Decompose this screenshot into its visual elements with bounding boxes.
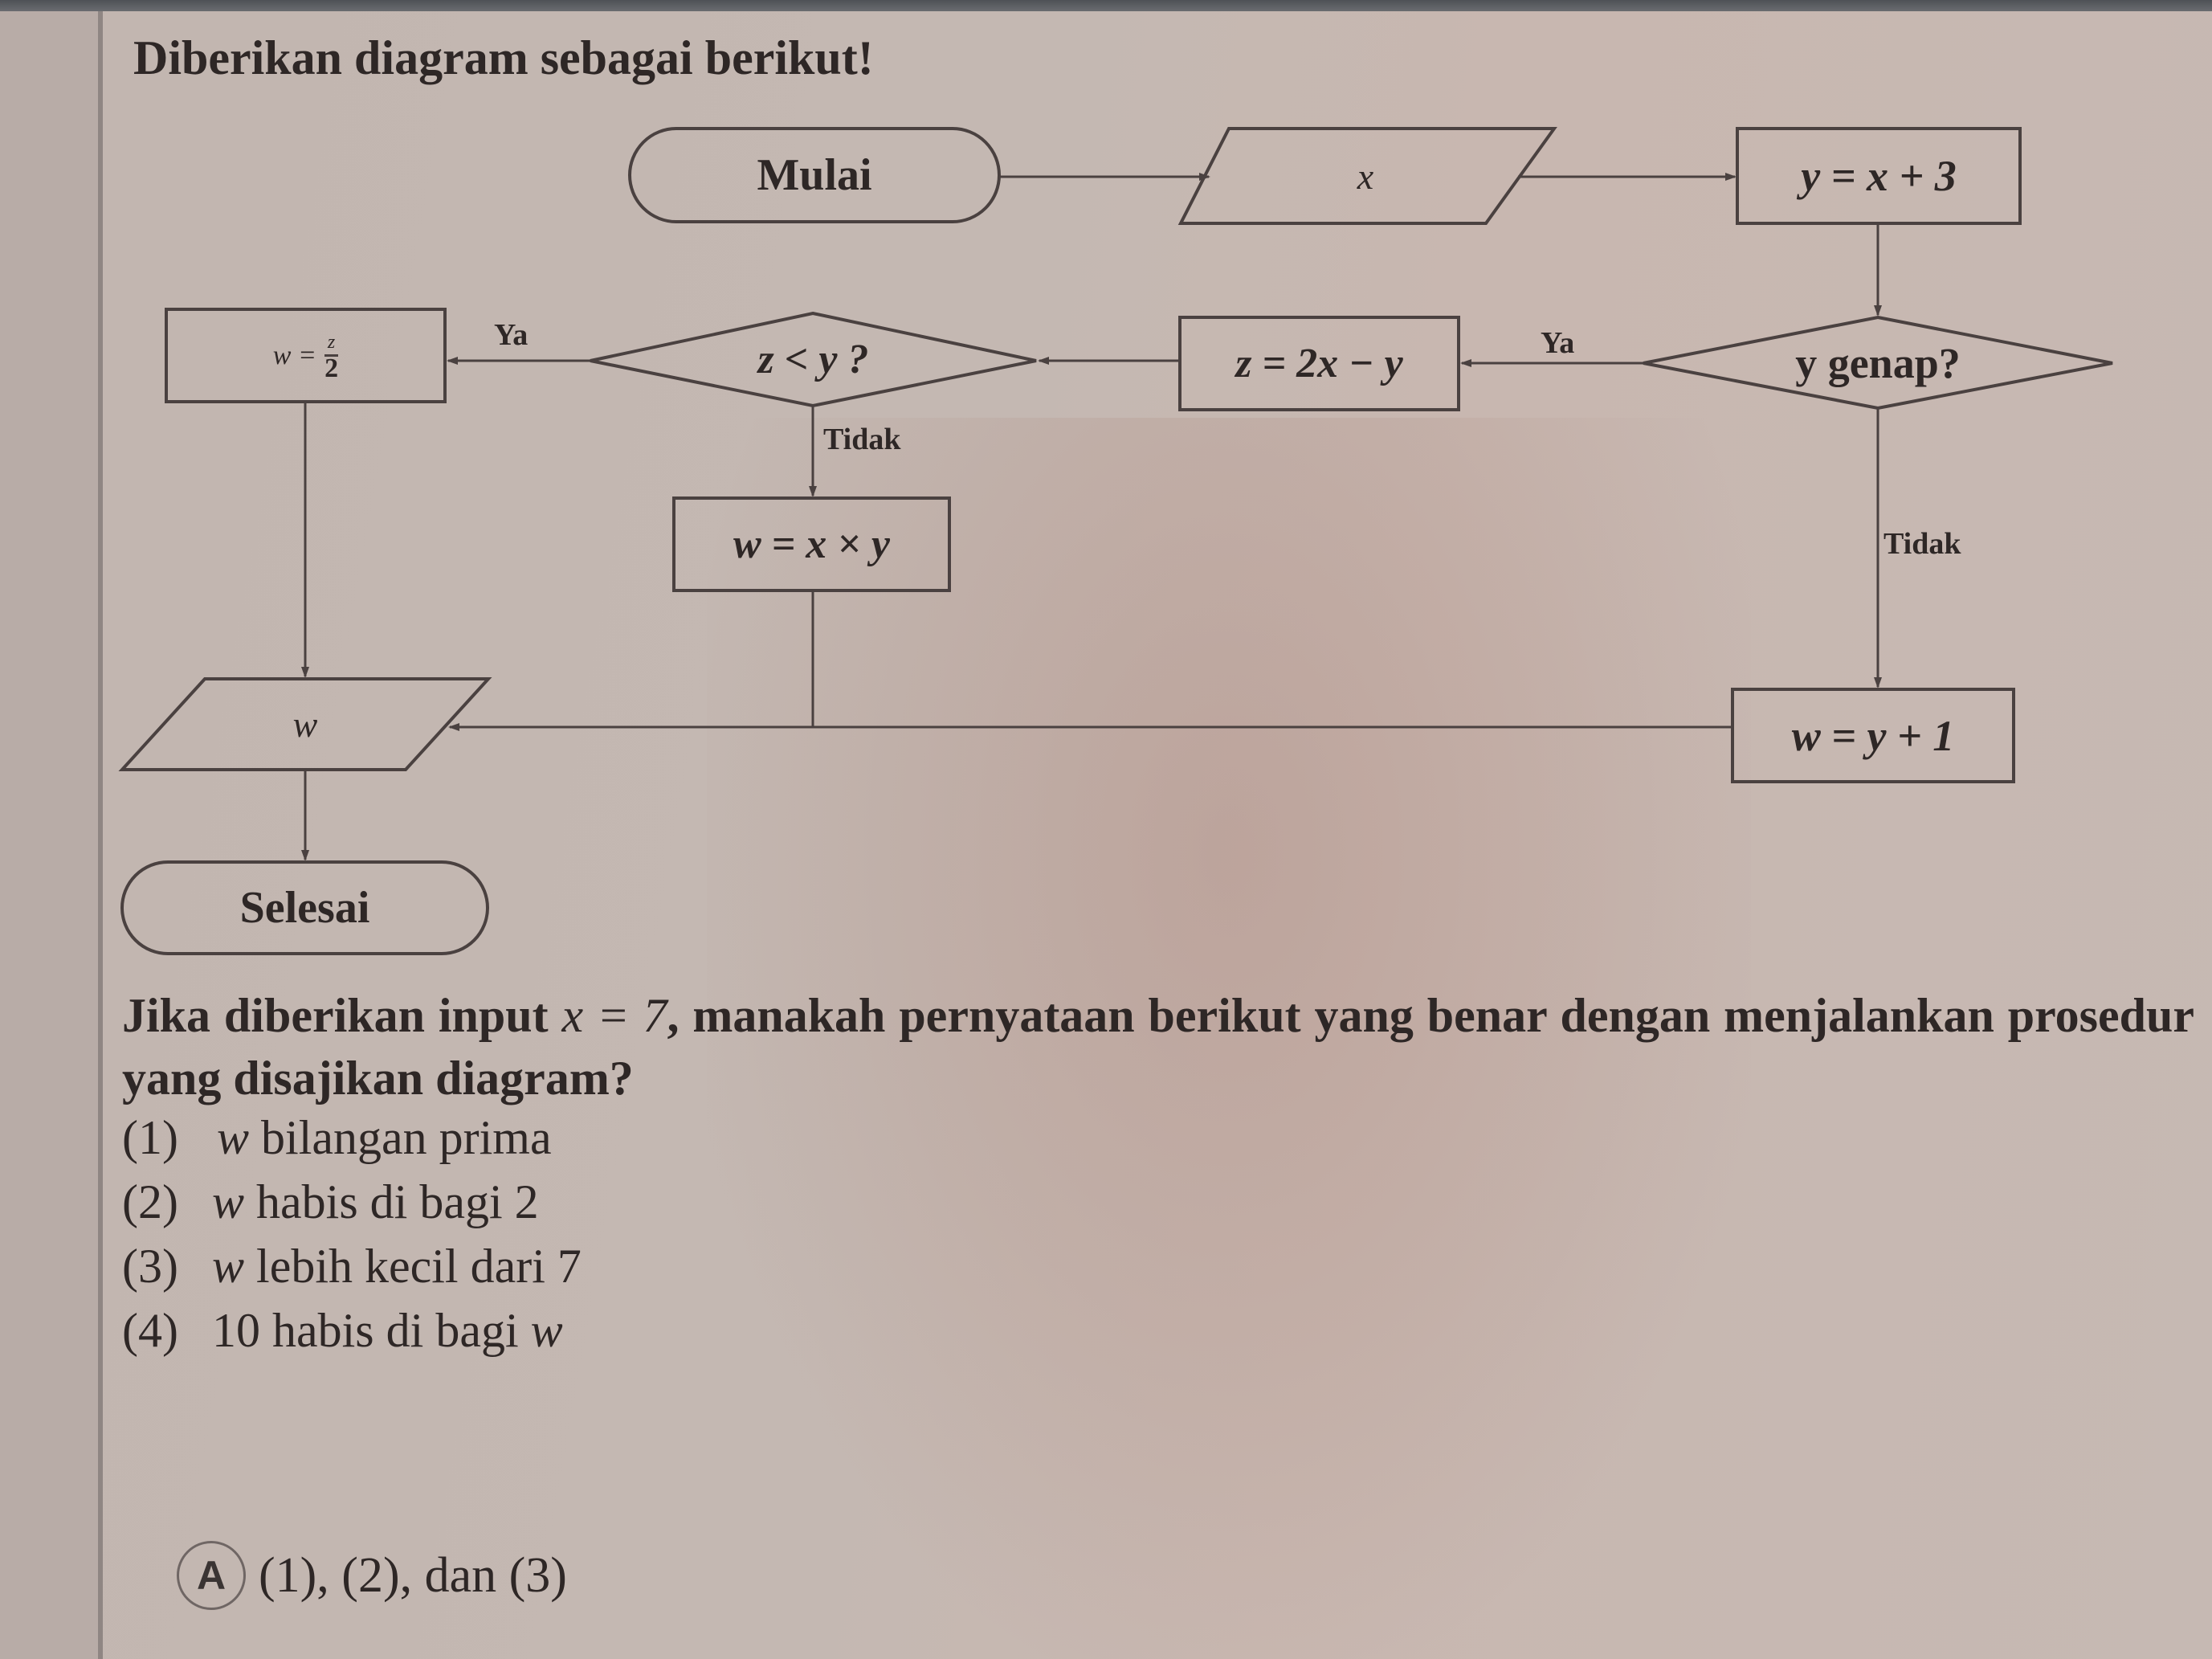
statement-number: (4) (122, 1304, 178, 1357)
screen-bezel (0, 0, 2212, 11)
option-letter-circle[interactable]: A (177, 1541, 246, 1610)
margin-divider (98, 11, 103, 1659)
process-z-box (1178, 316, 1460, 411)
statement-text: habis di bagi 2 (244, 1175, 539, 1228)
statement-trail-var: w (530, 1304, 563, 1357)
statement-text: 10 habis di bagi (212, 1304, 531, 1357)
statement-text: bilangan prima (249, 1111, 552, 1164)
start-terminal (628, 127, 1001, 223)
end-label: Selesai (239, 883, 370, 933)
decision-zy-label: z < y ? (757, 337, 869, 382)
prompt-lead: Jika diberikan input (122, 989, 562, 1042)
start-label: Mulai (757, 150, 872, 200)
left-margin (0, 11, 100, 1659)
prompt-rest: , manakah pernyataan berikut yang benar … (122, 989, 2195, 1105)
question-title: Diberikan diagram sebagai berikut! (133, 31, 874, 84)
no-label-zy: Tidak (823, 423, 901, 456)
statement-number: (2) (122, 1175, 178, 1228)
statement-3: (3) w lebih kecil dari 7 (122, 1239, 582, 1294)
fraction-numerator: z (324, 330, 339, 357)
fraction-denominator: 2 (324, 353, 339, 383)
process-w-plus-label: w = y + 1 (1791, 711, 1955, 760)
process-w-mul-label: w = x × y (733, 521, 891, 567)
input-parallelogram (1177, 127, 1557, 225)
statement-number: (3) (122, 1240, 178, 1293)
prompt-variable: x = 7 (561, 989, 667, 1042)
fraction: z 2 (324, 330, 339, 383)
decision-even-label: y genap? (1795, 338, 1961, 387)
output-parallelogram (118, 677, 492, 771)
statement-var: w (217, 1111, 250, 1164)
input-label: x (1357, 155, 1374, 197)
statement-var: w (212, 1175, 245, 1228)
option-text: (1), (2), dan (3) (259, 1547, 567, 1603)
answer-option-a[interactable]: A (1), (2), dan (3) (177, 1541, 567, 1610)
no-label-even: Tidak (1883, 527, 1961, 561)
statement-2: (2) w habis di bagi 2 (122, 1175, 539, 1230)
statement-var: w (212, 1240, 245, 1293)
statement-1: (1) w bilangan prima (122, 1110, 552, 1166)
output-label: w (292, 704, 318, 745)
yes-label-even: Ya (1541, 326, 1575, 360)
document-page (103, 11, 2212, 1659)
statement-4: (4) 10 habis di bagi w (122, 1303, 563, 1359)
process-w-half-label: w = z 2 (166, 309, 445, 402)
process-y-label: y = x + 3 (1801, 152, 1957, 200)
process-w-plus-box (1731, 688, 2015, 783)
flowchart (118, 127, 2113, 955)
yes-label-zy: Ya (494, 318, 529, 352)
end-terminal (120, 860, 489, 955)
w-half-lhs: w = (272, 340, 316, 370)
statement-number: (1) (122, 1111, 178, 1164)
process-z-label: z = 2x − y (1235, 341, 1403, 386)
question-prompt: Jika diberikan input x = 7, manakah pern… (122, 984, 2194, 1109)
statement-text: lebih kecil dari 7 (244, 1240, 582, 1293)
